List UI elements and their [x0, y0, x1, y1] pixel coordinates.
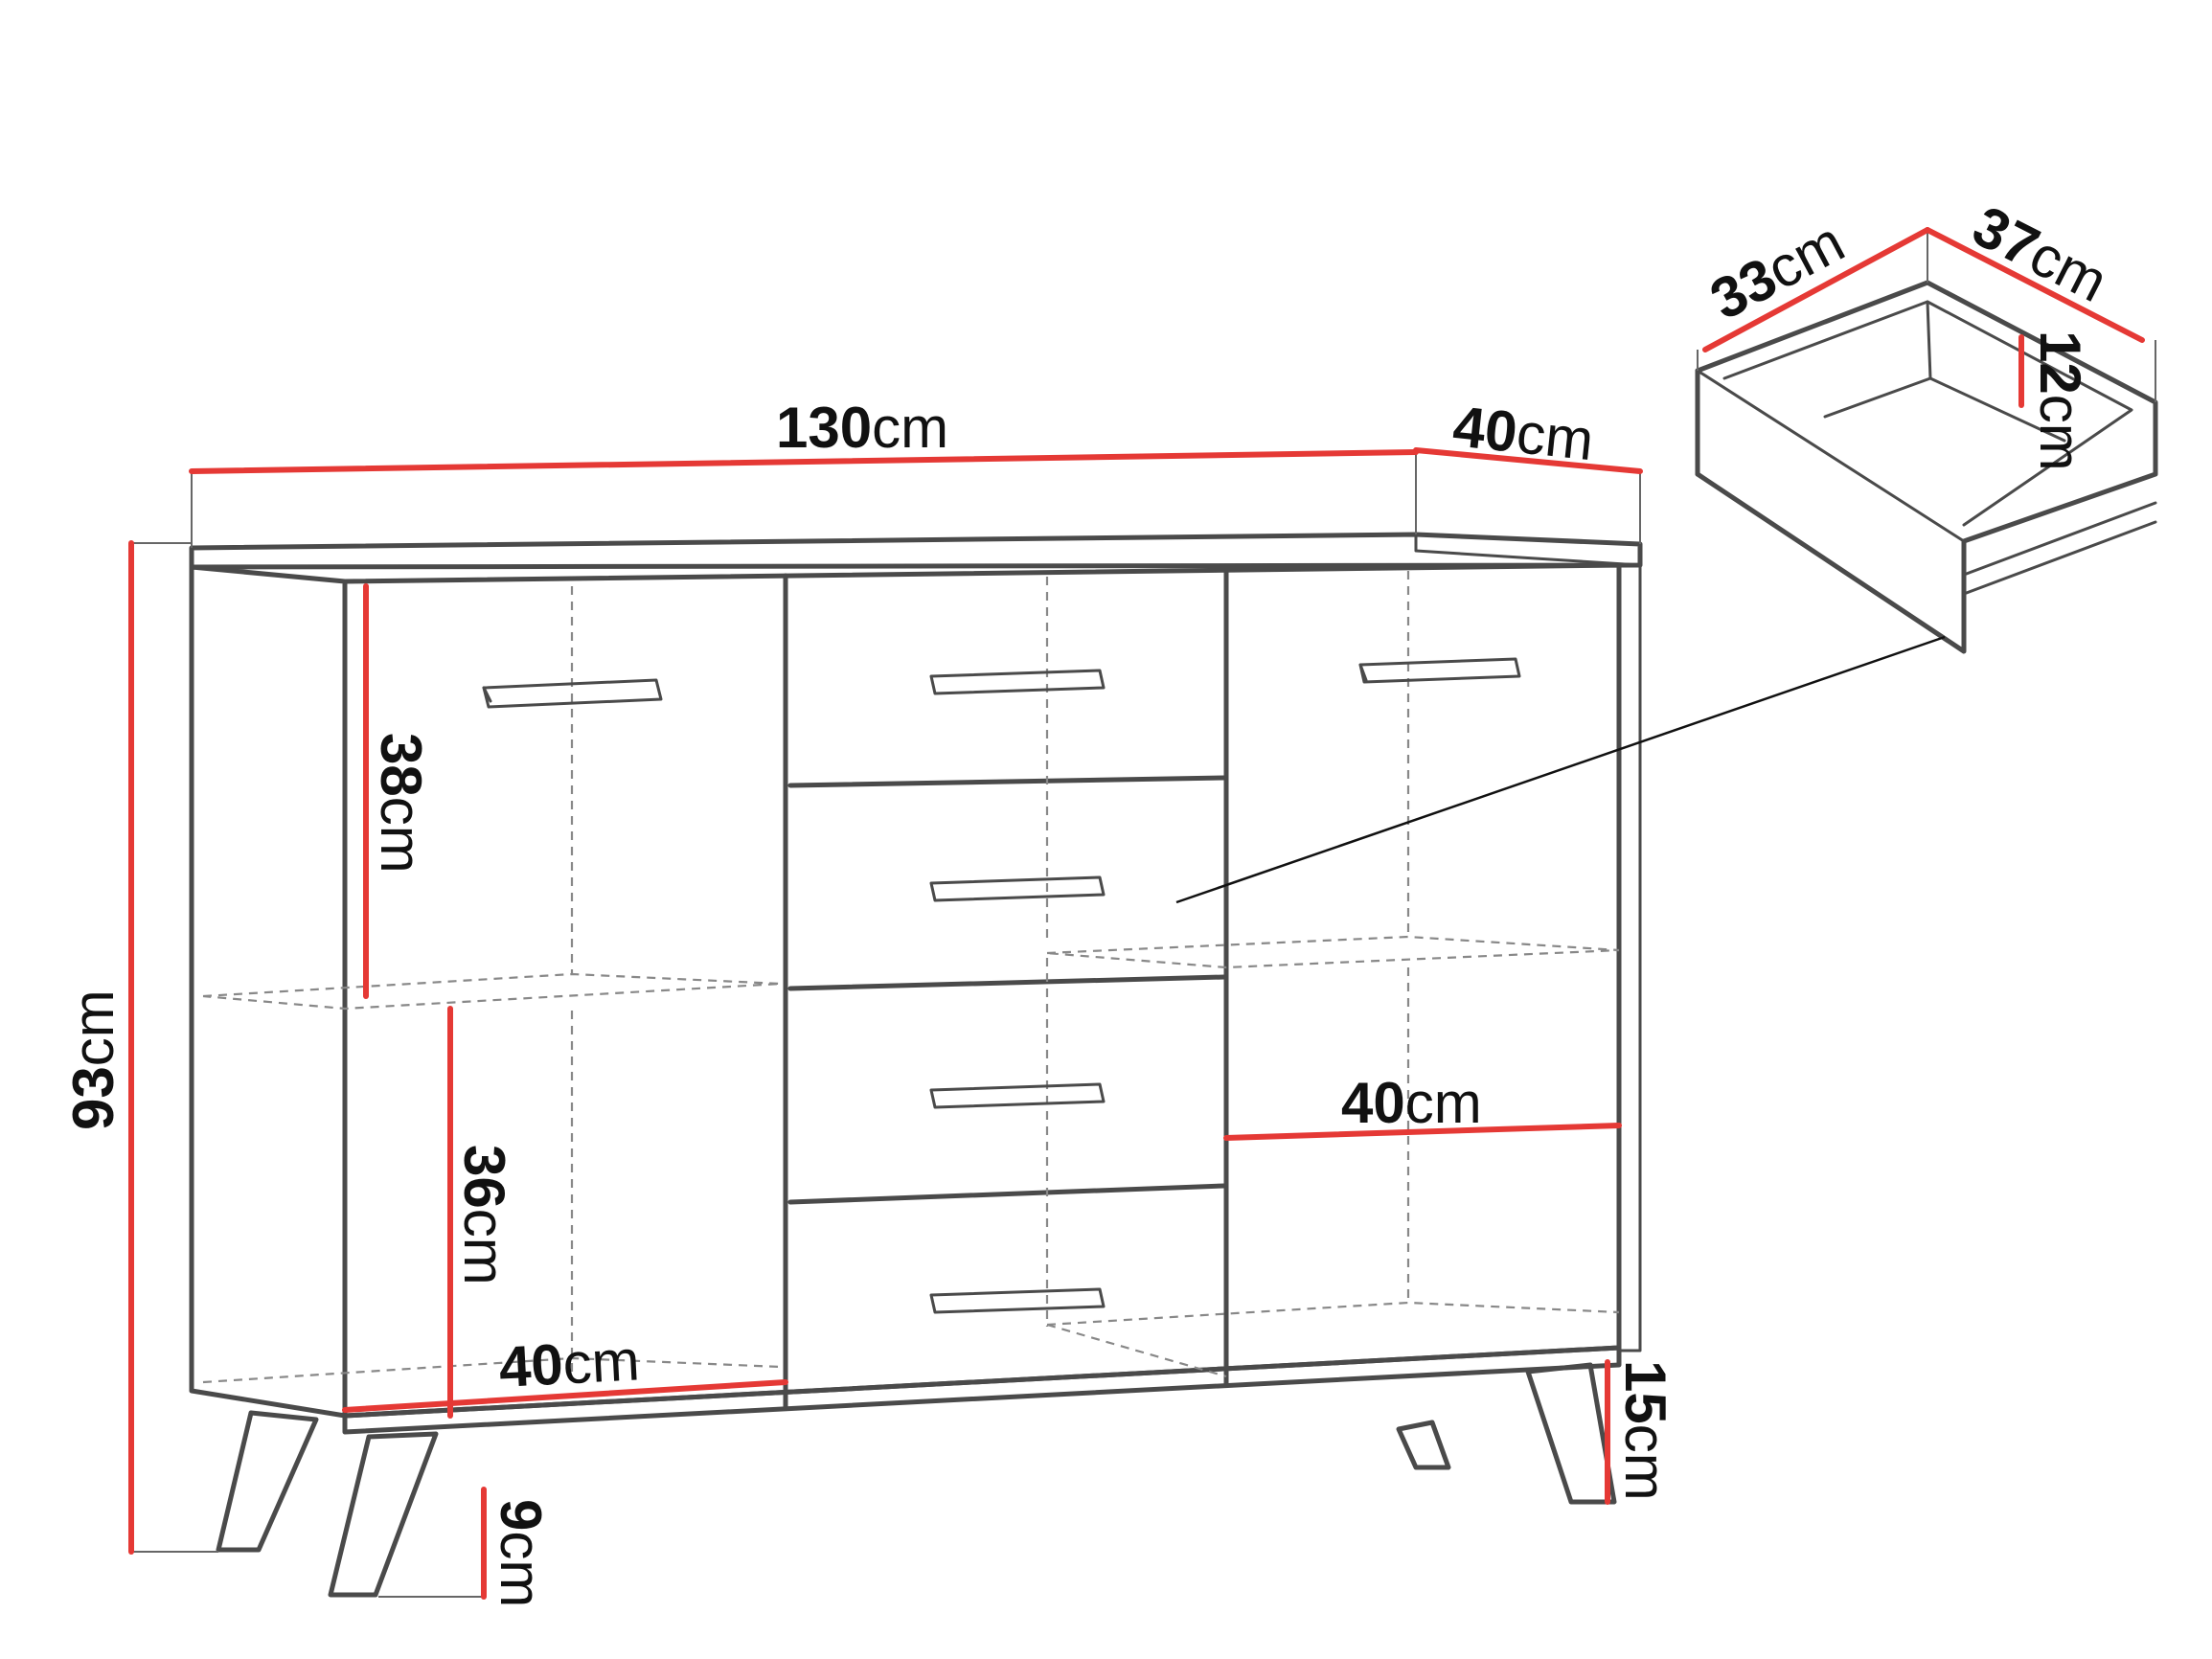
label-depth: 40cm — [1450, 394, 1597, 472]
dimension-lines — [128, 227, 2145, 1600]
legs — [216, 1362, 1617, 1598]
label-upper-shelf: 38cm — [369, 733, 433, 874]
handle-drawer-3 — [929, 1082, 1106, 1109]
handle-drawer-4 — [929, 1287, 1106, 1314]
label-width: 130cm — [776, 396, 948, 460]
label-inner-depth-right: 40cm — [1341, 1071, 1482, 1135]
dim-depth-line — [1413, 447, 1643, 474]
handles — [482, 657, 1521, 1314]
dim-drawer-depth-line — [1702, 227, 1930, 352]
dim-inner-depth-right-line — [1223, 1123, 1622, 1141]
drawer-leader-line — [1175, 635, 1946, 904]
handle-drawer-1 — [929, 669, 1106, 695]
label-drawer-width: 37cm — [1963, 193, 2117, 314]
hidden-shelf-lines — [202, 571, 1620, 1384]
label-inner-depth-left: 40cm — [497, 1328, 641, 1399]
label-height: 93cm — [61, 989, 125, 1130]
label-leg-height: 15cm — [1613, 1360, 1677, 1501]
dim-inner-depth-left-line — [342, 1379, 788, 1413]
cabinet-body — [189, 532, 1643, 1435]
dim-drawer-width-line — [1925, 227, 2145, 343]
extension-lines — [129, 230, 2156, 1598]
handle-drawer-2 — [929, 875, 1106, 902]
drawer-detail — [1695, 280, 2158, 654]
dimension-labels: 130cm 40cm 93cm 38cm 36cm 40cm 40cm 9cm … — [61, 193, 2117, 1607]
label-lower-shelf: 36cm — [452, 1145, 516, 1285]
label-leg-clearance: 9cm — [489, 1499, 553, 1607]
handle-left-door — [482, 678, 663, 709]
label-drawer-height: 12cm — [2028, 330, 2092, 471]
dim-width-line — [189, 449, 1419, 474]
handle-right-door — [1358, 657, 1521, 684]
